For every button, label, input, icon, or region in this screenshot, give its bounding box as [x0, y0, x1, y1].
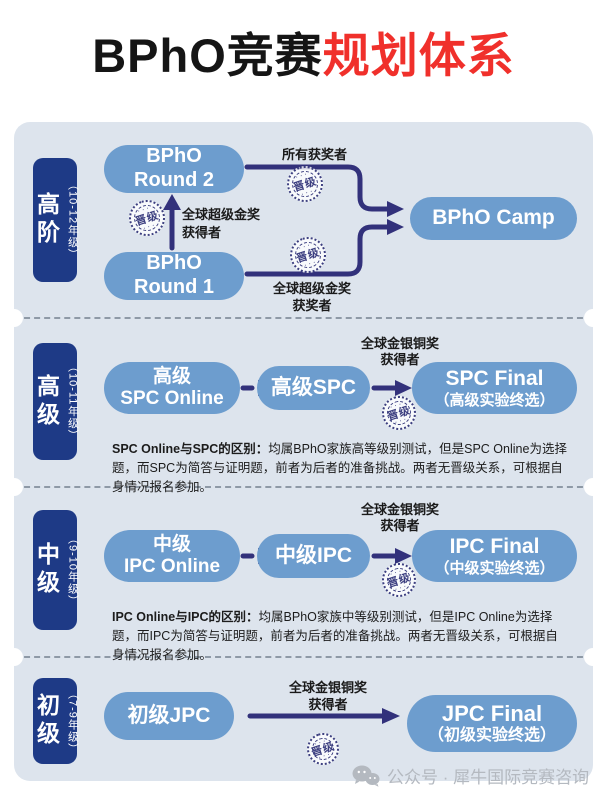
sec1-upgrade-arrow — [163, 194, 181, 251]
pill-ipc-final: IPC Final （中级实验终选） — [412, 530, 577, 582]
level-label-junior: 初级 （7-9年级） — [33, 678, 79, 764]
pill-line: （高级实验终选） — [434, 391, 555, 409]
separator-2 — [14, 486, 593, 488]
seal-dots — [311, 748, 340, 764]
page-title: BPhO竞赛规划体系 — [0, 24, 607, 88]
level-label-intermediate: 中级 （9-10年级） — [33, 510, 79, 630]
label-text: 获得者 — [380, 518, 420, 533]
pill-line: SPC Online — [120, 388, 224, 409]
pill-line: IPC Online — [123, 556, 221, 577]
pill-line: 高级 — [152, 365, 191, 387]
pill-bpho-camp: BPhO Camp — [410, 197, 577, 240]
level-name: 中级 — [33, 542, 60, 598]
pill-line: （初级实验终选） — [427, 727, 556, 745]
label-text: 获得者 — [380, 352, 420, 367]
note-bold: SPC Online与SPC的区别： — [112, 442, 269, 456]
watermark: 公众号 · 犀牛国际竞赛咨询 — [352, 763, 589, 788]
sec1-round1-to-camp-line — [244, 219, 404, 277]
pill-line: （中级实验终选） — [434, 559, 555, 577]
label-medal-winners: 全球金银铜奖 获得者 — [352, 336, 448, 368]
level-grades: （7-9年级） — [66, 687, 79, 755]
pill-line: 高级SPC — [270, 375, 357, 399]
pill-jpc: 初级JPC — [104, 692, 234, 740]
note-rest: 均属BPhO家族中等级别测试，但是IPC Online为选择题，而IPC为简答与… — [112, 610, 558, 662]
pill-jpc-final: JPC Final （初级实验终选） — [407, 695, 577, 752]
label-super-gold-mid: 全球超级金奖 获得者 — [182, 206, 260, 242]
label-text: 获得者 — [182, 225, 222, 240]
level-grades: （10-12年级） — [66, 179, 79, 261]
sec4-jpc-to-final-arrow — [247, 708, 400, 724]
pill-spc-final: SPC Final （高级实验终选） — [412, 362, 577, 414]
advance-seal-icon: 晋级 — [302, 728, 344, 770]
level-grades: （10-11年级） — [66, 361, 79, 442]
title-red-part: 规划体系 — [322, 29, 515, 82]
label-text: 全球超级金奖 — [182, 207, 261, 222]
label-text: 全球金银铜奖 — [288, 680, 367, 695]
pill-line: SPC Final — [445, 366, 544, 390]
pill-line: Round 1 — [134, 276, 214, 298]
label-medal-winners: 全球金银铜奖 获得者 — [280, 679, 376, 713]
label-text: 全球超级金奖 — [272, 281, 351, 296]
notch — [584, 648, 602, 666]
pill-line: 中级IPC — [274, 543, 352, 567]
pill-spc-online: 高级 SPC Online — [104, 362, 240, 414]
label-text: 全球金银铜奖 — [360, 502, 439, 517]
separator-1 — [14, 317, 593, 319]
pill-line: IPC Final — [449, 534, 540, 558]
label-medal-winners: 全球金银铜奖 获得者 — [352, 502, 448, 534]
pill-bpho-round2: BPhO Round 2 — [104, 145, 244, 193]
pill-line: BPhO — [146, 252, 202, 275]
watermark-text: 公众号 · 犀牛国际竞赛咨询 — [387, 768, 590, 787]
pill-line: Round 2 — [134, 169, 214, 191]
level-grades: （9-10年级） — [66, 532, 79, 608]
notch — [584, 478, 602, 496]
pill-line: JPC Final — [441, 701, 543, 727]
sec1-round2-to-camp-line — [244, 164, 404, 217]
notch — [584, 309, 602, 327]
pill-spc: 高级SPC — [257, 366, 370, 410]
notch — [5, 478, 23, 496]
title-black-part: BPhO竞赛 — [92, 29, 323, 82]
label-super-gold-bottom: 全球超级金奖 获奖者 — [268, 280, 356, 314]
pill-line: 中级 — [152, 533, 191, 555]
label-all-winners: 所有获奖者 — [282, 146, 347, 163]
sec3-ipc-to-final-arrow — [371, 548, 412, 564]
separator-3 — [14, 656, 593, 658]
pill-line: BPhO Camp — [432, 206, 555, 230]
level-name: 高阶 — [33, 192, 60, 248]
sec2-spc-to-final-arrow — [371, 380, 412, 396]
pill-line: BPhO — [146, 145, 202, 168]
seal-dots — [306, 734, 335, 750]
label-text: 获得者 — [308, 697, 348, 712]
level-name: 高级 — [33, 373, 60, 430]
level-label-senior: 高级 （10-11年级） — [33, 343, 79, 460]
label-text: 全球金银铜奖 — [360, 336, 439, 351]
wechat-icon — [352, 765, 380, 787]
pill-ipc-online: 中级 IPC Online — [104, 530, 240, 582]
pill-line: 初级JPC — [127, 703, 211, 727]
note-spc-difference: SPC Online与SPC的区别：均属BPhO家族高等级别测试，但是SPC O… — [112, 440, 568, 496]
note-ipc-difference: IPC Online与IPC的区别：均属BPhO家族中等级别测试，但是IPC O… — [112, 608, 568, 664]
level-label-advanced: 高阶 （10-12年级） — [33, 158, 79, 282]
label-text: 所有获奖者 — [282, 147, 348, 162]
label-text: 获奖者 — [292, 298, 332, 313]
pill-ipc: 中级IPC — [257, 534, 370, 578]
pill-bpho-round1: BPhO Round 1 — [104, 252, 244, 300]
notch — [5, 309, 23, 327]
level-name: 初级 — [33, 693, 60, 749]
notch — [5, 648, 23, 666]
note-rest: 均属BPhO家族高等级别测试，但是SPC Online为选择题，而SPC为简答与… — [112, 442, 567, 494]
note-bold: IPC Online与IPC的区别： — [112, 610, 259, 624]
